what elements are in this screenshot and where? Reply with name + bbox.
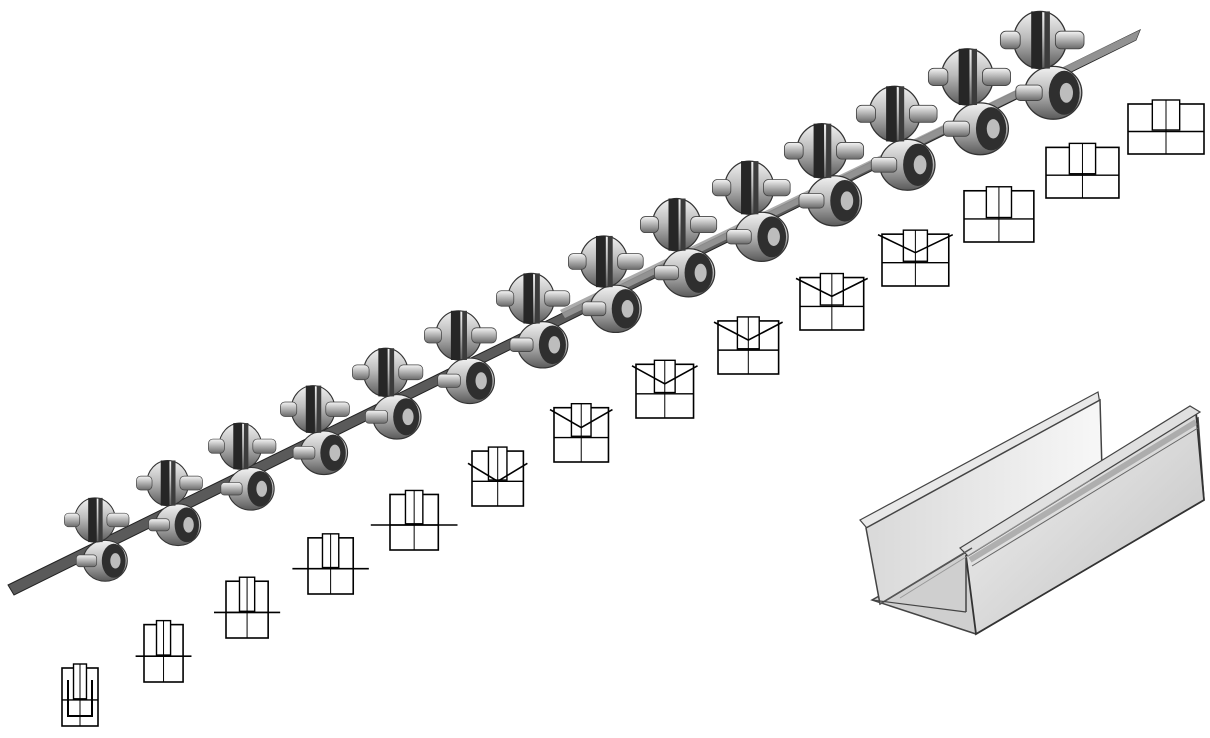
roll-station-12 bbox=[855, 85, 938, 191]
profile-section-10 bbox=[795, 272, 869, 331]
roll-station-5 bbox=[352, 347, 424, 440]
roll-station-3 bbox=[208, 422, 277, 511]
upper-roll bbox=[999, 10, 1085, 70]
lower-roll bbox=[1015, 65, 1083, 120]
profile-section-5 bbox=[370, 489, 458, 551]
profile-section-11 bbox=[877, 229, 954, 287]
finished-channel-profile bbox=[859, 391, 1205, 636]
upper-roll bbox=[496, 272, 571, 325]
roll-station-14 bbox=[999, 10, 1085, 120]
lower-roll bbox=[220, 466, 275, 511]
roll-station-7 bbox=[496, 272, 571, 369]
profile-section-9 bbox=[713, 316, 783, 375]
roll-station-8 bbox=[568, 235, 644, 334]
upper-roll bbox=[136, 459, 203, 507]
roll-station-4 bbox=[280, 385, 350, 476]
profile-section-4 bbox=[292, 533, 369, 595]
lower-roll bbox=[509, 321, 569, 369]
roll-station-2 bbox=[136, 459, 203, 547]
lower-roll bbox=[726, 211, 789, 262]
lower-roll bbox=[365, 393, 422, 440]
upper-roll bbox=[568, 235, 644, 288]
upper-roll bbox=[639, 197, 718, 252]
roll-station-11 bbox=[783, 123, 865, 227]
profile-section-8 bbox=[631, 359, 698, 419]
lower-roll bbox=[292, 430, 349, 476]
upper-roll bbox=[855, 85, 938, 143]
upper-roll bbox=[280, 385, 350, 434]
upper-roll bbox=[64, 497, 130, 543]
upper-roll bbox=[927, 48, 1011, 106]
roll-station-1 bbox=[64, 497, 130, 582]
lower-roll bbox=[943, 102, 1010, 156]
profile-section-13 bbox=[1045, 142, 1120, 199]
profile-section-3 bbox=[214, 576, 281, 639]
profile-section-14 bbox=[1127, 99, 1205, 155]
upper-roll bbox=[783, 123, 865, 179]
lower-roll bbox=[870, 138, 936, 191]
roll-station-13 bbox=[927, 48, 1011, 156]
profile-section-12 bbox=[963, 186, 1035, 243]
lower-roll bbox=[798, 175, 863, 227]
cross-section-profiles bbox=[61, 99, 1205, 727]
roll-station-9 bbox=[639, 197, 718, 298]
roll-stations bbox=[64, 10, 1085, 582]
upper-roll bbox=[208, 422, 277, 470]
upper-roll bbox=[711, 160, 791, 215]
profile-section-7 bbox=[549, 402, 613, 463]
profile-section-1 bbox=[61, 663, 99, 727]
profile-section-6 bbox=[467, 446, 528, 507]
lower-roll bbox=[581, 284, 642, 334]
lower-roll bbox=[654, 248, 716, 298]
upper-roll bbox=[424, 310, 497, 361]
lower-roll bbox=[75, 539, 128, 582]
lower-roll bbox=[437, 357, 495, 405]
roll-station-6 bbox=[424, 310, 497, 405]
upper-roll bbox=[352, 347, 424, 397]
roll-station-10 bbox=[711, 160, 791, 262]
profile-section-2 bbox=[135, 619, 192, 683]
lower-roll bbox=[148, 503, 202, 547]
